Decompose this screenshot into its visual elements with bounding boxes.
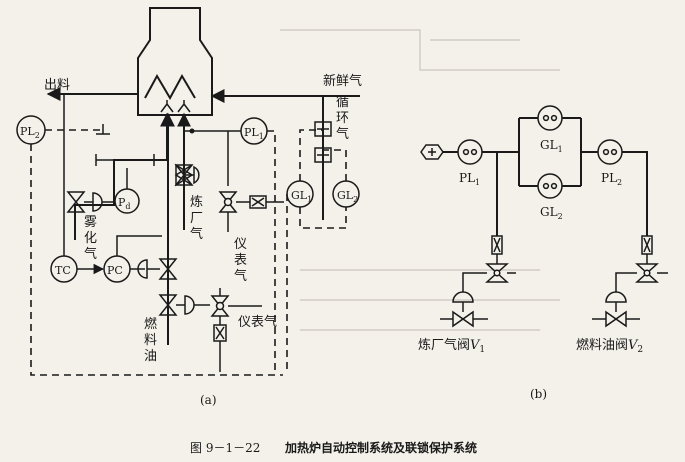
panel-b-pl2: PL2: [597, 139, 623, 187]
fuel-oil-valve-label: 燃料油阀V2: [576, 337, 643, 355]
gl1-instrument: GL1: [286, 180, 314, 208]
svg-text:炼: 炼: [190, 195, 203, 210]
atomizing-gas-label: 雾 化 气: [84, 215, 97, 262]
svg-text:仪: 仪: [234, 237, 247, 252]
instrument-gas-valve-2: [210, 288, 262, 372]
pl2-signal-dash: [30, 129, 283, 376]
svg-text:气: 气: [234, 268, 247, 284]
background-bleed: [280, 29, 560, 331]
recycle-gas-label: 循 环 气: [336, 95, 349, 142]
svg-text:PL1: PL1: [244, 126, 264, 141]
pl2-instrument: PL2: [16, 115, 46, 145]
refinery-gas-valve: [174, 163, 200, 187]
svg-text:气: 气: [336, 126, 349, 142]
fuel-oil-shutoff-valve: [158, 294, 210, 316]
power-source-icon: [420, 144, 444, 160]
furnace-body: [137, 7, 213, 116]
svg-text:GL1: GL1: [291, 189, 312, 204]
svg-text:Pd: Pd: [118, 196, 131, 211]
svg-text:化: 化: [84, 231, 97, 246]
pd-instrument: Pd: [114, 188, 140, 214]
panel-a: 出料 新鲜气 循 环 气 GL1 GL2 P: [16, 7, 362, 407]
svg-text:料: 料: [144, 333, 157, 348]
pl1-signal-dash: [267, 130, 276, 370]
refinery-gas-label: 炼 厂 气: [190, 195, 203, 242]
solenoid-valve-v1: [462, 235, 516, 292]
subfig-b-label: (b): [530, 387, 547, 401]
pd-tap: [95, 154, 155, 166]
panel-b-pl1: PL1: [457, 139, 483, 187]
instrument-gas-valve-1: [218, 191, 284, 213]
figure-caption: 图 9－1－22 加热炉自动控制系统及联锁保护系统: [190, 440, 477, 455]
solenoid-valve-v2: [615, 235, 668, 292]
panel-b-gl2: GL2: [537, 173, 563, 221]
fresh-gas-label: 新鲜气: [323, 73, 362, 89]
svg-text:气: 气: [190, 226, 203, 242]
svg-text:厂: 厂: [190, 211, 203, 226]
instrument-gas-label-1: 仪 表 气: [234, 237, 247, 284]
refinery-gas-valve-label: 炼厂气阀V1: [418, 337, 485, 355]
svg-text:GL1: GL1: [540, 138, 563, 154]
panel-b: PL1 GL1 GL2 PL2: [418, 105, 668, 401]
caption-title: 加热炉自动控制系统及联锁保护系统: [284, 440, 477, 455]
gl2-instrument: GL2: [332, 180, 360, 208]
svg-text:气: 气: [84, 246, 97, 262]
pc-pressure-tap: [116, 235, 162, 256]
instrument-gas-label-2: 仪表气: [238, 314, 277, 330]
refinery-gas-valve-v1: [440, 291, 488, 328]
burner-icon: [160, 100, 191, 113]
bus-line-mid: [482, 117, 598, 187]
svg-text:PL2: PL2: [20, 125, 40, 140]
svg-text:环: 环: [336, 111, 349, 126]
heating-coil-icon: [144, 73, 196, 101]
recycle-interlock-dash: [299, 129, 347, 229]
svg-text:燃: 燃: [144, 316, 157, 332]
atomizing-gas-valve: [66, 191, 115, 213]
pc-instrument: PC: [103, 255, 131, 283]
svg-text:雾: 雾: [84, 215, 97, 230]
svg-text:循: 循: [336, 95, 349, 110]
svg-text:PL1: PL1: [459, 171, 480, 187]
fuel-oil-valve-v2: [592, 291, 640, 328]
tc-instrument: TC: [50, 255, 78, 283]
caption-number: 图 9－1－22: [190, 441, 260, 455]
fuel-oil-control-valve: [137, 258, 178, 280]
svg-text:PC: PC: [107, 264, 123, 277]
svg-text:GL2: GL2: [337, 189, 358, 204]
pl2-tap: [96, 124, 110, 135]
subfig-a-label: (a): [200, 393, 217, 407]
svg-text:油: 油: [144, 349, 157, 364]
svg-text:TC: TC: [55, 264, 71, 277]
panel-b-gl1: GL1: [537, 105, 563, 154]
pl1-instrument: PL1: [240, 117, 268, 145]
svg-text:GL2: GL2: [540, 205, 563, 221]
check-valve-icon: [314, 121, 332, 163]
bus-line-right: [622, 151, 648, 236]
svg-text:PL2: PL2: [601, 171, 622, 187]
svg-text:表: 表: [234, 253, 247, 268]
outlet-label: 出料: [44, 78, 70, 93]
fuel-oil-label: 燃 料 油: [144, 316, 157, 364]
